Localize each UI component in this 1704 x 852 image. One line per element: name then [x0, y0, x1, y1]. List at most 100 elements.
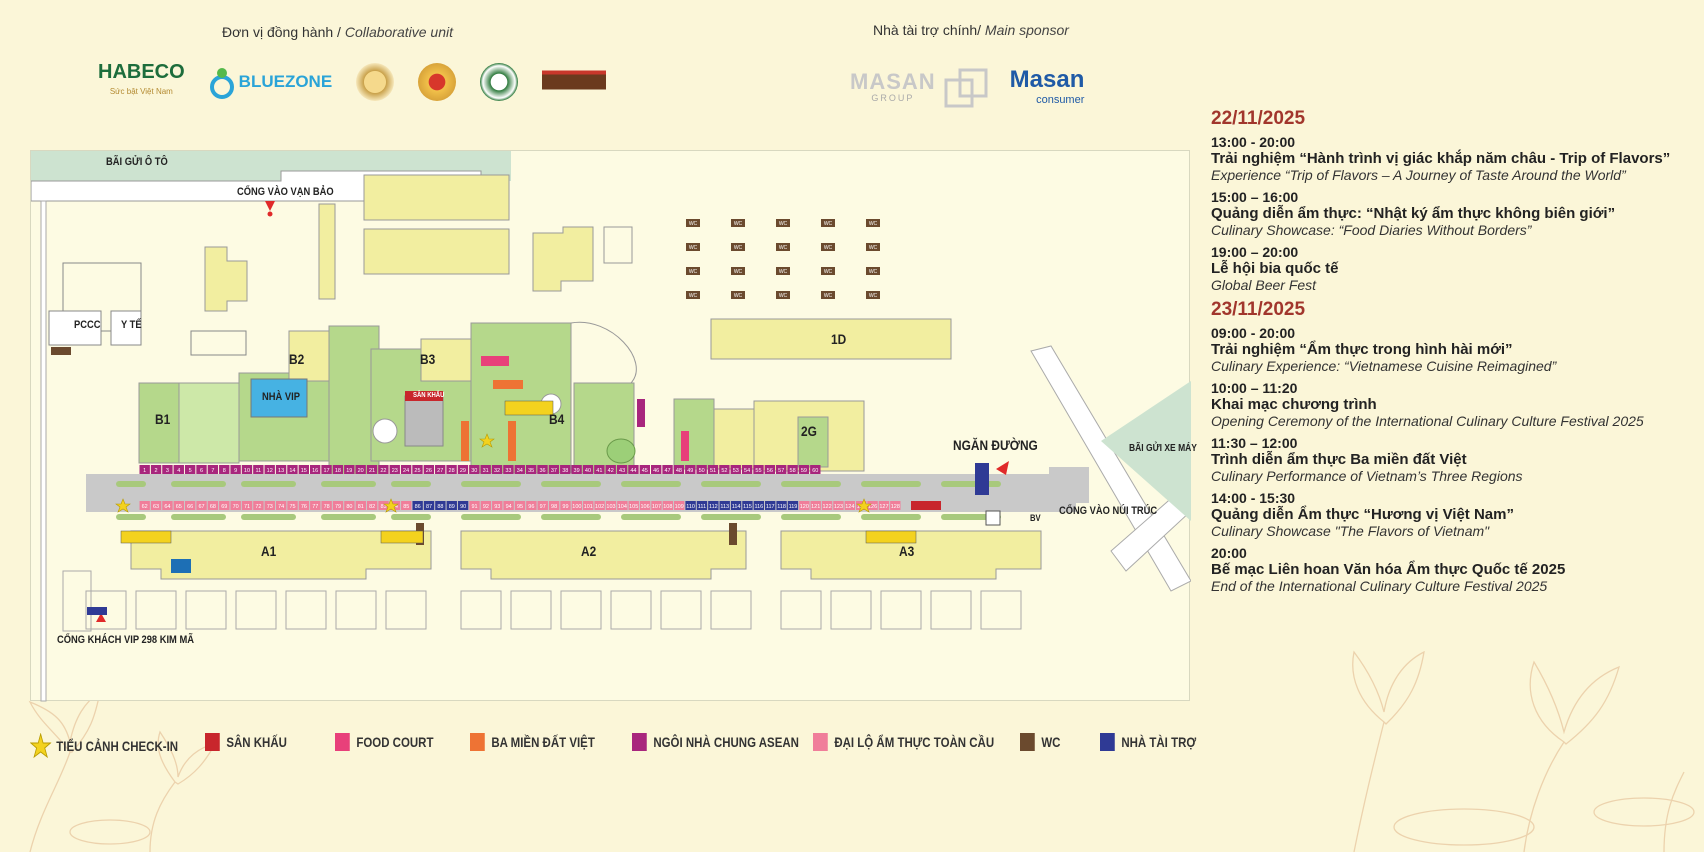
event-time: 20:00	[1211, 545, 1247, 561]
stall-number: 78	[324, 504, 330, 510]
stall-80	[344, 501, 355, 510]
motorbike-parking-label: BÃI GỬI XE MÁY	[1129, 443, 1197, 454]
stall-number: 74	[278, 504, 284, 510]
stall-number: 34	[517, 468, 523, 474]
wc-icon	[821, 267, 835, 275]
event-title-en: Culinary Showcase: “Food Diaries Without…	[1211, 222, 1532, 238]
stall-number: 66	[187, 504, 193, 510]
stall-number: 47	[664, 468, 670, 474]
masan-group-logo: MASAN GROUP	[850, 66, 990, 114]
median	[541, 481, 601, 487]
stall-60	[810, 465, 821, 474]
stall-52	[719, 465, 730, 474]
stall-23	[389, 465, 400, 474]
van-bao-gate-label: CỔNG VÀO VẠN BẢO	[237, 186, 334, 198]
event-title-vn: Lễ hội bia quốc tế	[1211, 260, 1339, 277]
stall-75	[287, 501, 298, 510]
legend-swatch	[470, 733, 485, 751]
wc-label: WC	[734, 221, 743, 227]
stall-88	[435, 501, 446, 510]
stall-68	[207, 501, 219, 510]
stall-26	[423, 465, 435, 474]
median	[116, 514, 146, 520]
wc-icon	[821, 219, 835, 227]
stall-number: 63	[153, 504, 159, 510]
stall-number: 2	[155, 468, 158, 474]
building-2g-label: 2G	[801, 423, 817, 439]
stall-55	[753, 465, 764, 474]
building-b1-label: B1	[155, 411, 171, 427]
stall-number: 10	[244, 468, 250, 474]
stall-38	[560, 465, 571, 474]
stall-89	[446, 501, 457, 510]
median	[781, 514, 841, 520]
stall-number: 30	[471, 468, 477, 474]
stall-31	[480, 465, 491, 474]
stall-99	[560, 501, 571, 510]
building-b2-label: B2	[289, 351, 305, 367]
wc-label: WC	[869, 221, 878, 227]
stall-120	[799, 501, 810, 510]
legend-item: NGÔI NHÀ CHUNG ASEAN	[632, 733, 799, 751]
median	[861, 514, 921, 520]
median	[701, 481, 761, 487]
stall-128	[890, 501, 901, 510]
stall-number: 114	[732, 504, 741, 510]
stall-number: 17	[323, 468, 329, 474]
stall-number: 9	[234, 468, 237, 474]
stall-30	[469, 465, 480, 474]
median	[621, 514, 681, 520]
stall-number: 90	[460, 504, 466, 510]
wc-icon	[686, 291, 700, 299]
stall-number: 50	[699, 468, 705, 474]
stall-number: 102	[595, 504, 604, 510]
median	[941, 481, 1001, 487]
stall-number: 85	[403, 504, 409, 510]
stall-46	[651, 465, 662, 474]
stall-number: 94	[506, 504, 512, 510]
stall-112	[708, 501, 719, 510]
legend-item: WC	[1020, 733, 1060, 751]
stall-29	[457, 465, 469, 474]
stall-121	[810, 501, 821, 510]
legend-label: WC	[1041, 734, 1061, 750]
road-block-label: NGĂN ĐƯỜNG	[953, 437, 1038, 453]
stall-number: 84	[392, 504, 398, 510]
stall-number: 122	[822, 504, 831, 510]
stall-108	[662, 501, 674, 510]
stall-number: 100	[572, 504, 581, 510]
legend-label: FOOD COURT	[356, 734, 434, 750]
event-time: 11:30 – 12:00	[1211, 435, 1298, 451]
stall-number: 39	[574, 468, 580, 474]
stall-number: 15	[301, 468, 307, 474]
legend-swatch	[335, 733, 350, 751]
event-title-en: End of the International Culinary Cultur…	[1211, 578, 1548, 594]
stall-number: 42	[608, 468, 614, 474]
legend-label: SÂN KHẤU	[226, 734, 287, 750]
stall-90	[457, 501, 469, 510]
median	[241, 481, 296, 487]
stall-number: 82	[369, 504, 375, 510]
stall-number: 76	[301, 504, 307, 510]
stall-69	[219, 501, 230, 510]
event-title-en: Culinary Performance of Vietnam’s Three …	[1211, 468, 1523, 484]
stall-107	[651, 501, 662, 510]
stall-10	[241, 465, 253, 474]
stall-number: 13	[278, 468, 284, 474]
stall-70	[230, 501, 241, 510]
stall-number: 71	[244, 504, 250, 510]
seal-logo-1	[356, 63, 395, 101]
wc-label: WC	[734, 293, 743, 299]
wc-icon	[821, 243, 835, 251]
wc-label: WC	[869, 245, 878, 251]
event-title-en: Culinary Experience: “Vietnamese Cuisine…	[1211, 358, 1557, 374]
legend-swatch	[1020, 733, 1035, 751]
wc-label: WC	[869, 269, 878, 275]
building-a1-label: A1	[261, 543, 277, 559]
